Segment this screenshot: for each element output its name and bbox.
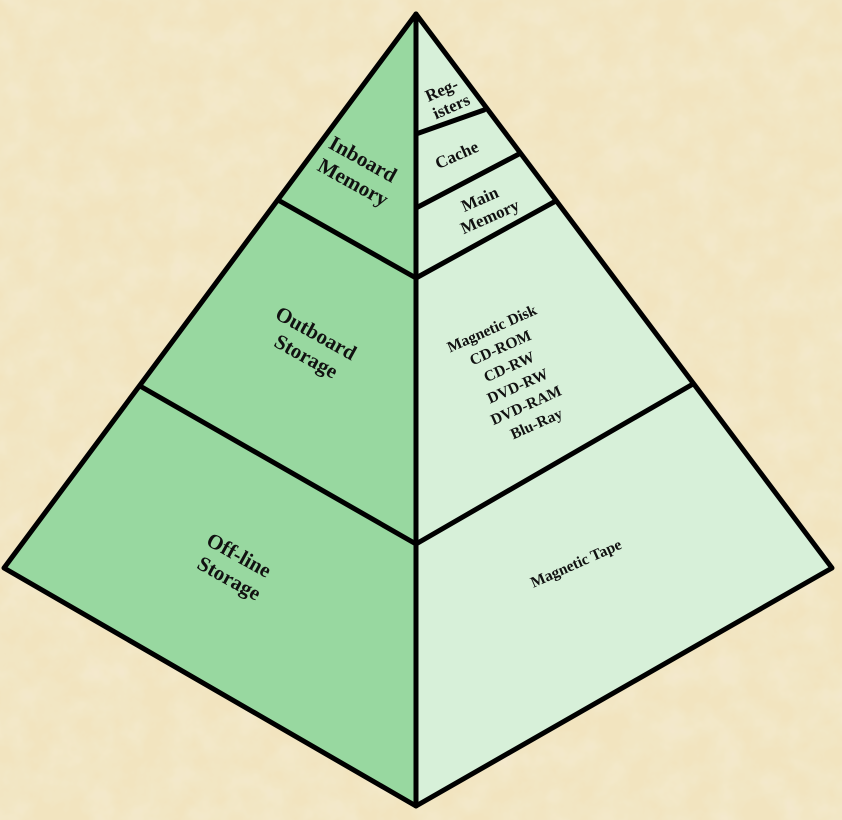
pyramid-left-face [4, 14, 416, 806]
pyramid-right-face [416, 14, 832, 806]
left-divider-outboard [137, 383, 419, 547]
right-divider-outboard [413, 381, 696, 547]
right-divider-main [413, 199, 557, 281]
right-divider-registers [413, 107, 487, 137]
left-divider-inboard [275, 197, 419, 281]
right-divider-cache [413, 151, 522, 211]
